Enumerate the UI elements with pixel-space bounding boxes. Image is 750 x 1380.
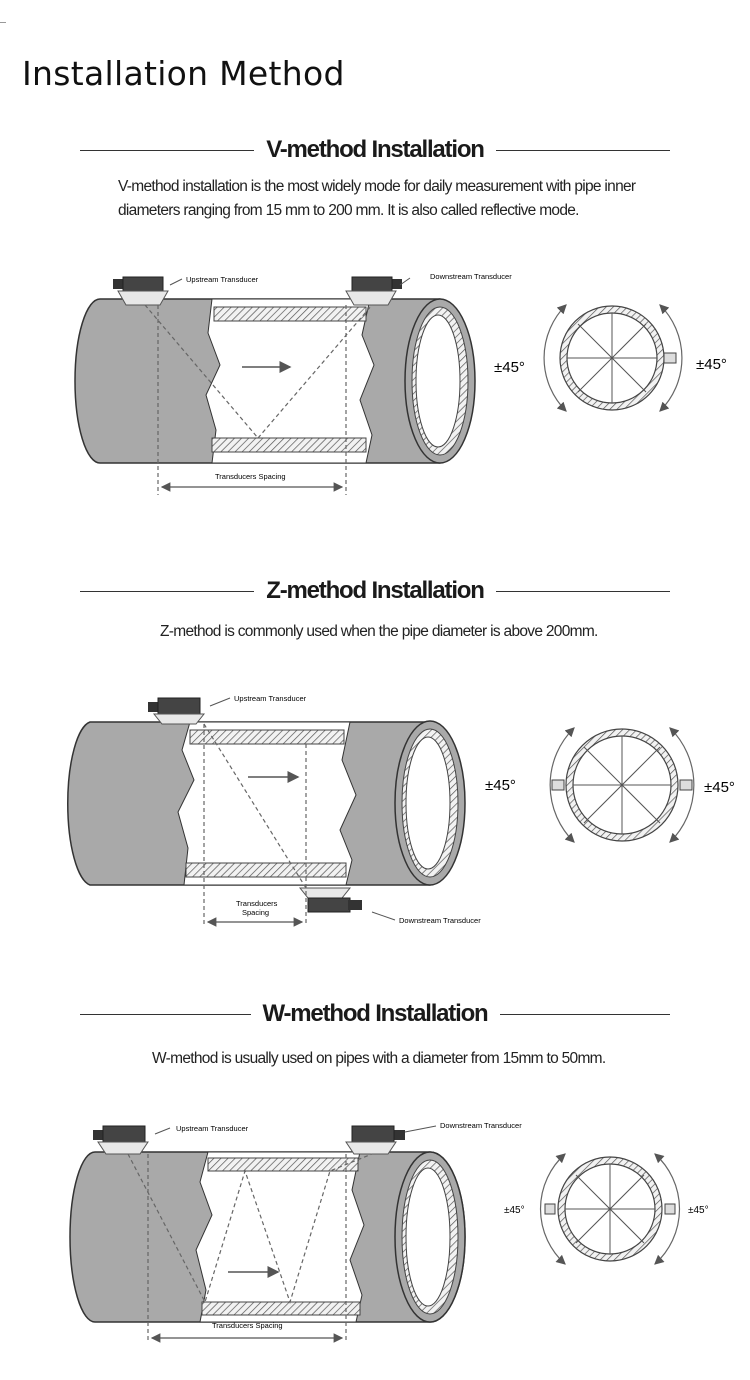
upstream-transducer (113, 276, 169, 306)
upstream-transducer (148, 697, 206, 725)
downstream-leader-line (404, 1125, 437, 1133)
downstream-label: Downstream Transducer (399, 916, 481, 925)
v-method-title: V-method Installation (266, 136, 485, 163)
z-method-title: Z-method Installation (266, 577, 485, 604)
sound-path (203, 723, 307, 925)
angle-label-left: ±45° (494, 359, 525, 376)
cross-section (549, 727, 695, 843)
cross-section (539, 1153, 681, 1265)
corner-mark (0, 22, 6, 23)
downstream-leader-line (371, 911, 396, 921)
upstream-transducer (93, 1125, 149, 1155)
v-method-description: V-method installation is the most widely… (118, 178, 636, 219)
upstream-leader-line (209, 697, 231, 707)
z-method-header: Z-method Installation (80, 577, 670, 605)
spacing-label-line1: Transducers (236, 899, 278, 908)
angle-label-left: ±45° (504, 1205, 525, 1216)
angle-label-right: ±45° (704, 779, 735, 796)
pipe-body (74, 298, 476, 464)
header-rule-right (495, 149, 671, 151)
w-method-diagram: Upstream Transducer Downstream Transduce… (69, 1121, 709, 1343)
downstream-transducer (298, 887, 362, 913)
angle-label-right: ±45° (696, 356, 727, 373)
pipe-body (67, 720, 466, 886)
w-method-header: W-method Installation (80, 1000, 671, 1028)
angle-label-right: ±45° (688, 1205, 709, 1216)
w-method-title: W-method Installation (262, 1000, 489, 1027)
spacing-label-line2: Spacing (242, 908, 269, 917)
sound-path (127, 1153, 373, 1342)
upstream-leader-line (169, 278, 183, 286)
upstream-label: Upstream Transducer (176, 1124, 249, 1133)
header-rule-left (80, 590, 255, 592)
downstream-label: Downstream Transducer (440, 1121, 522, 1130)
spacing-label: Transducers Spacing (215, 472, 286, 481)
sound-path (144, 304, 373, 495)
angle-label-left: ±45° (485, 777, 516, 794)
z-method-description: Z-method is commonly used when the pipe … (160, 623, 598, 640)
downstream-label: Downstream Transducer (430, 272, 512, 281)
page-title: Installation Method (22, 54, 345, 93)
downstream-transducer (345, 276, 402, 306)
z-method-diagram: Upstream Transducer Downstream Transduce… (67, 694, 735, 927)
header-rule-right (495, 590, 670, 592)
upstream-label: Upstream Transducer (234, 694, 307, 703)
pipe-body (69, 1151, 466, 1323)
v-method-diagram: Upstream Transducer Downstream Transduce… (74, 272, 727, 495)
spacing-label: Transducers Spacing (212, 1321, 283, 1330)
header-rule-left (80, 1013, 251, 1015)
w-method-description: W-method is usually used on pipes with a… (152, 1050, 606, 1067)
downstream-leader-line (399, 277, 411, 286)
header-rule-right (499, 1013, 671, 1015)
downstream-transducer (345, 1125, 405, 1155)
header-rule-left (80, 149, 255, 151)
upstream-leader-line (154, 1127, 171, 1135)
cross-section (543, 304, 683, 412)
upstream-label: Upstream Transducer (186, 275, 259, 284)
v-method-header: V-method Installation (80, 136, 671, 164)
